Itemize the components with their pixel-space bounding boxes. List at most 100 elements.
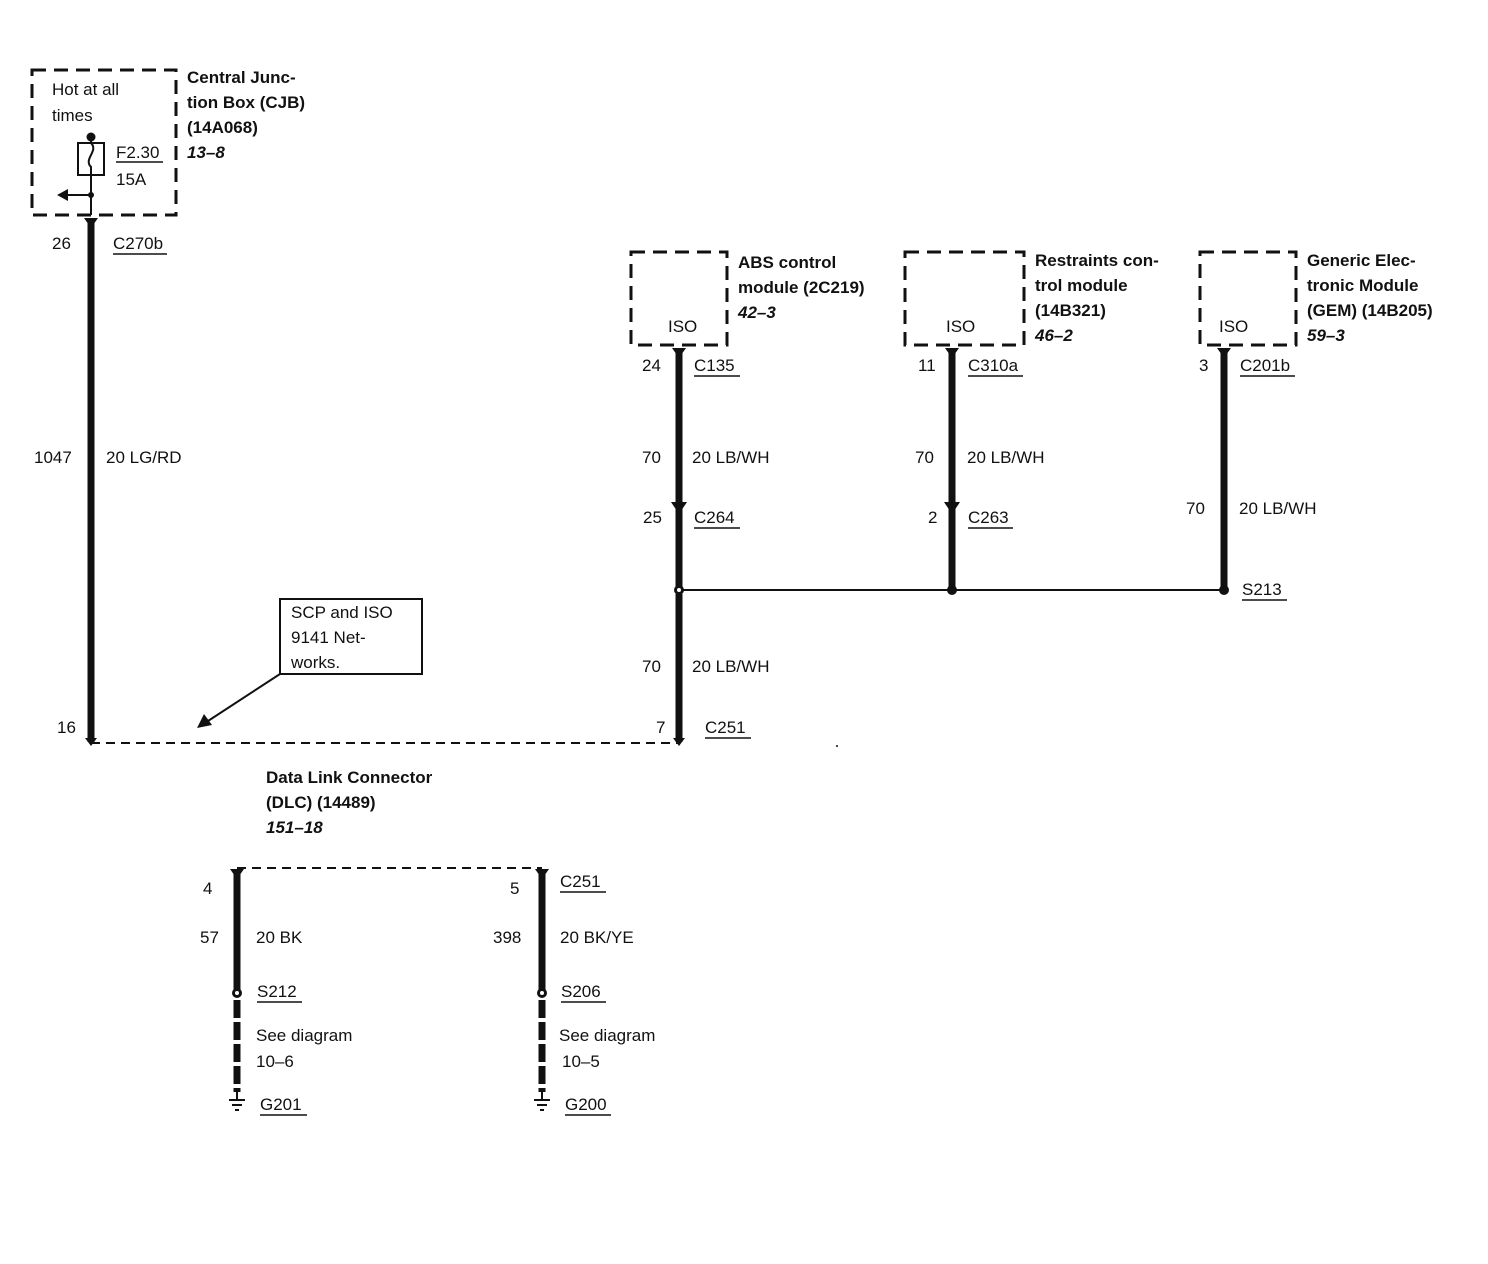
restraints-dashed-box [903, 250, 1026, 347]
abs-iso: ISO [668, 317, 697, 336]
restraints-connector: C310a [968, 356, 1019, 375]
abs-title-line2: module (2C219) [738, 278, 865, 297]
main-wire-pin-top: 26 [52, 234, 71, 253]
gem-pin: 3 [1199, 356, 1208, 375]
ground-right-pin: 5 [510, 879, 519, 898]
abs-title-line1: ABS control [738, 253, 836, 272]
ground-left-splice-inner [235, 991, 239, 995]
callout: SCP and ISO 9141 Net- works. [197, 598, 423, 728]
abs-dashed-box [629, 250, 729, 347]
abs-pin: 24 [642, 356, 661, 375]
ground-left-group: 4 57 20 BK S212 See diagram 10–6 G201 [200, 869, 352, 1116]
fuse-id: F2.30 [116, 143, 159, 162]
dlc-feed-circuit: 70 [642, 657, 661, 676]
abs-connector-icon [672, 348, 686, 358]
main-wire-pin-bottom: 16 [57, 718, 76, 737]
bus-node-restraints [947, 585, 957, 595]
ground-left-see-line2: 10–6 [256, 1052, 294, 1071]
dlc-connector: C251 [560, 872, 601, 891]
restraints-connector-icon [945, 348, 959, 358]
restraints-pin2: 2 [928, 508, 937, 527]
dlc-title-line2: (DLC) (14489) [266, 793, 376, 812]
restraints-circuit: 70 [915, 448, 934, 467]
ground-right-gauge-color: 20 BK/YE [560, 928, 634, 947]
gem-gauge-color: 20 LB/WH [1239, 499, 1316, 518]
restraints-component: ISO Restraints con- trol module (14B321)… [903, 250, 1159, 590]
abs-component: ISO ABS control module (2C219) 42–3 24 C… [629, 250, 865, 590]
abs-inline-connector-icon [671, 502, 687, 514]
ground-left-see-line1: See diagram [256, 1026, 352, 1045]
restraints-gauge-color: 20 LB/WH [967, 448, 1044, 467]
bus-node-gem [1219, 585, 1229, 595]
dlc-ref: 151–18 [266, 818, 323, 837]
gem-title-line2: tronic Module [1307, 276, 1418, 295]
ground-left-ground: G201 [260, 1095, 302, 1114]
restraints-ref: 46–2 [1034, 326, 1073, 345]
dlc-feed-gauge-color: 20 LB/WH [692, 657, 769, 676]
abs-gauge-color: 20 LB/WH [692, 448, 769, 467]
ground-left-pin: 4 [203, 879, 212, 898]
ground-left-splice: S212 [257, 982, 297, 1001]
fuse-branch-arrow-icon [57, 189, 68, 201]
dlc-title: Data Link Connector (DLC) (14489) 151–18 [266, 768, 433, 837]
callout-line2: 9141 Net- [291, 628, 366, 647]
ground-right-group: 5 398 20 BK/YE S206 See diagram 10–5 G20… [493, 869, 655, 1116]
dlc-title-line1: Data Link Connector [266, 768, 433, 787]
callout-leader [207, 673, 281, 722]
fuse-branch-node [88, 192, 94, 198]
abs-ref: 42–3 [737, 303, 776, 322]
ground-right-splice-inner [540, 991, 544, 995]
dlc-feed-group: 70 20 LB/WH 7 C251 [642, 594, 769, 746]
fuse-element-icon [87, 142, 95, 175]
cjb-note-line1: Hot at all [52, 80, 119, 99]
ground-right-splice: S206 [561, 982, 601, 1001]
dlc-feed-connector: C251 [705, 718, 746, 737]
main-wire-group: 26 C270b 1047 20 LG/RD 16 [34, 218, 182, 746]
cjb-component: Hot at all times F2.30 15A Central Junc-… [30, 68, 305, 217]
main-wire-circuit: 1047 [34, 448, 72, 467]
restraints-pin: 11 [918, 356, 936, 375]
gem-connector: C201b [1240, 356, 1290, 375]
gem-connector-icon [1217, 348, 1231, 358]
cjb-title-line2: tion Box (CJB) [187, 93, 305, 112]
ground-right-ground: G200 [565, 1095, 607, 1114]
callout-arrow-icon [197, 714, 212, 728]
restraints-title-line3: (14B321) [1035, 301, 1106, 320]
cjb-dashed-box [30, 68, 178, 217]
gem-iso: ISO [1219, 317, 1248, 336]
gem-title-line1: Generic Elec- [1307, 251, 1416, 270]
network-bus [674, 585, 1229, 595]
ground-right-see-line2: 10–5 [562, 1052, 600, 1071]
cjb-title-line3: (14A068) [187, 118, 258, 137]
ground-right-circuit: 398 [493, 928, 521, 947]
restraints-title-line1: Restraints con- [1035, 251, 1159, 270]
abs-pin2: 25 [643, 508, 662, 527]
restraints-connector2: C263 [968, 508, 1009, 527]
restraints-iso: ISO [946, 317, 975, 336]
restraints-title-line2: trol module [1035, 276, 1128, 295]
callout-box [279, 598, 423, 675]
ground-left-circuit: 57 [200, 928, 219, 947]
cjb-note-line2: times [52, 106, 93, 125]
main-wire-gauge-color: 20 LG/RD [106, 448, 182, 467]
gem-ref: 59–3 [1307, 326, 1345, 345]
callout-line3: works. [290, 653, 340, 672]
gem-circuit: 70 [1186, 499, 1205, 518]
gem-splice: S213 [1242, 580, 1282, 599]
abs-connector2: C264 [694, 508, 735, 527]
main-wire-connector: C270b [113, 234, 163, 253]
gem-dashed-box [1198, 250, 1298, 347]
restraints-inline-connector-icon [944, 502, 960, 514]
bus-node-abs-inner [677, 588, 681, 592]
callout-line1: SCP and ISO [291, 603, 393, 622]
ground-left-gauge-color: 20 BK [256, 928, 303, 947]
abs-circuit: 70 [642, 448, 661, 467]
abs-connector: C135 [694, 356, 735, 375]
main-wire-top-connector-icon [84, 218, 98, 228]
dlc-feed-pin: 7 [656, 718, 665, 737]
gem-component: ISO Generic Elec- tronic Module (GEM) (1… [1186, 250, 1433, 601]
gem-title-line3: (GEM) (14B205) [1307, 301, 1433, 320]
fuse-rating: 15A [116, 170, 147, 189]
ground-right-see-line1: See diagram [559, 1026, 655, 1045]
